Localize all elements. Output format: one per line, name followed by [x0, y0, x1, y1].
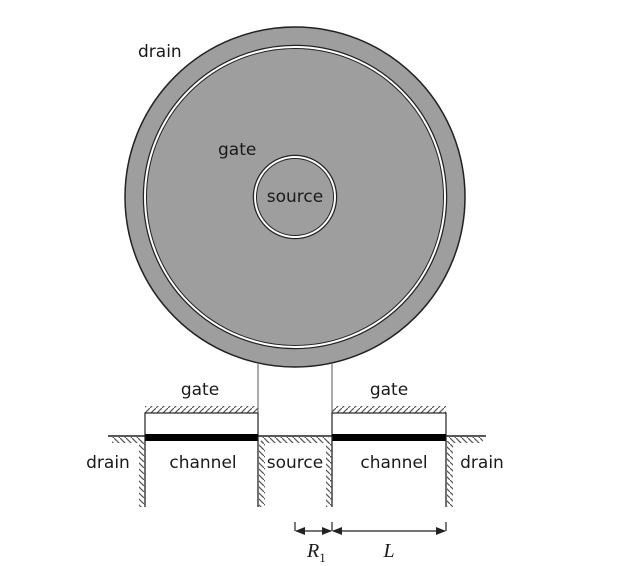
- channel-left-bar: [145, 434, 258, 441]
- top-view: drain gate source: [124, 26, 466, 368]
- r1-symbol: R: [306, 540, 319, 562]
- gate-left-box: [144, 412, 259, 437]
- channel-right-bar: [332, 434, 446, 441]
- wall-drain-left-hatch: [139, 441, 145, 507]
- cs-drain-left-label: drain: [86, 453, 130, 473]
- cs-gate-right-label: gate: [370, 380, 408, 400]
- cs-source-label: source: [267, 453, 323, 473]
- cs-gate-left-label: gate: [181, 380, 219, 400]
- cs-drain-right-label: drain: [460, 453, 504, 473]
- cross-section: gate gate drain channel source c: [86, 380, 504, 507]
- r1-label: R1: [306, 540, 326, 565]
- l-label: L: [382, 540, 394, 562]
- gate-right-hatch: [332, 406, 446, 413]
- drain-left-surface-hatch: [112, 437, 142, 443]
- wall-source-right-hatch: [326, 441, 332, 507]
- top-drain-label: drain: [138, 42, 182, 62]
- wall-drain-right-hatch: [447, 441, 453, 507]
- dimensions: R1 L: [294, 522, 447, 565]
- gate-right-box: [331, 412, 447, 437]
- r1-subscript: 1: [319, 550, 326, 565]
- source-surface-hatch: [261, 437, 329, 443]
- top-gate-label: gate: [218, 140, 256, 160]
- drain-right-surface-hatch: [449, 437, 483, 443]
- cs-channel-left-label: channel: [169, 453, 236, 473]
- drain-gate-gap-white: [144, 46, 446, 348]
- top-source-label: source: [267, 187, 323, 207]
- source-gap-white: [254, 156, 336, 238]
- wall-source-left-hatch: [259, 441, 265, 507]
- cs-channel-right-label: channel: [360, 453, 427, 473]
- gate-left-hatch: [145, 406, 258, 413]
- source-region: [257, 159, 333, 235]
